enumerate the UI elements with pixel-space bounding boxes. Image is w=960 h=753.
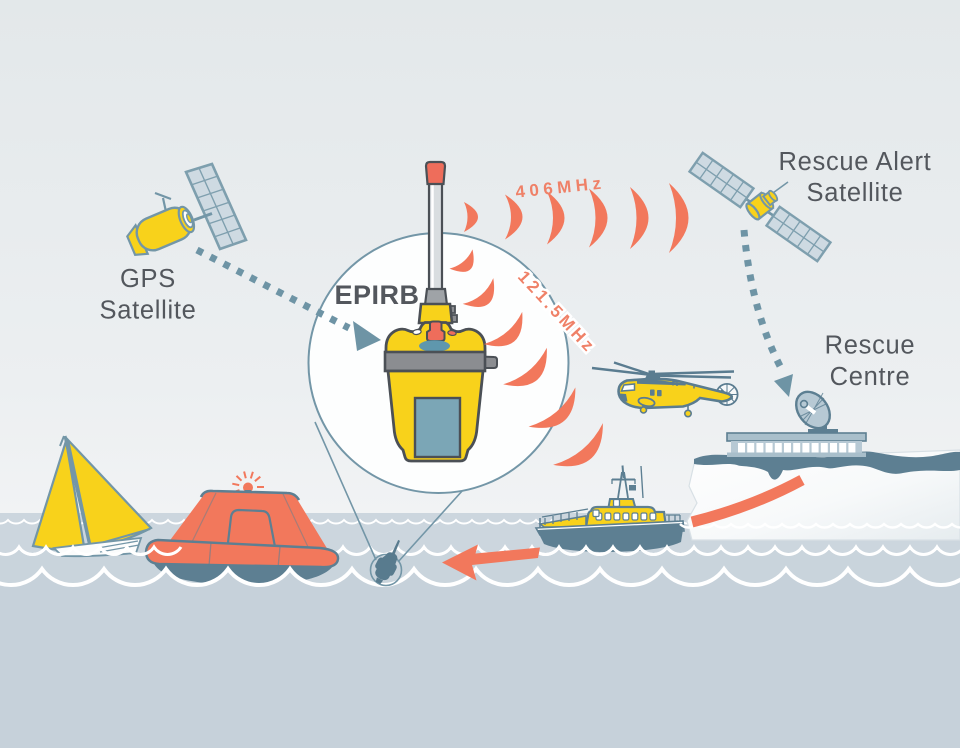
svg-text:Satellite: Satellite <box>806 179 903 207</box>
svg-text:Rescue Alert: Rescue Alert <box>779 148 932 176</box>
svg-text:Rescue: Rescue <box>825 332 916 360</box>
svg-text:Centre: Centre <box>830 363 911 391</box>
svg-text:Satellite: Satellite <box>99 297 196 325</box>
svg-text:GPS: GPS <box>120 265 176 293</box>
svg-text:EPIRB: EPIRB <box>334 280 419 310</box>
